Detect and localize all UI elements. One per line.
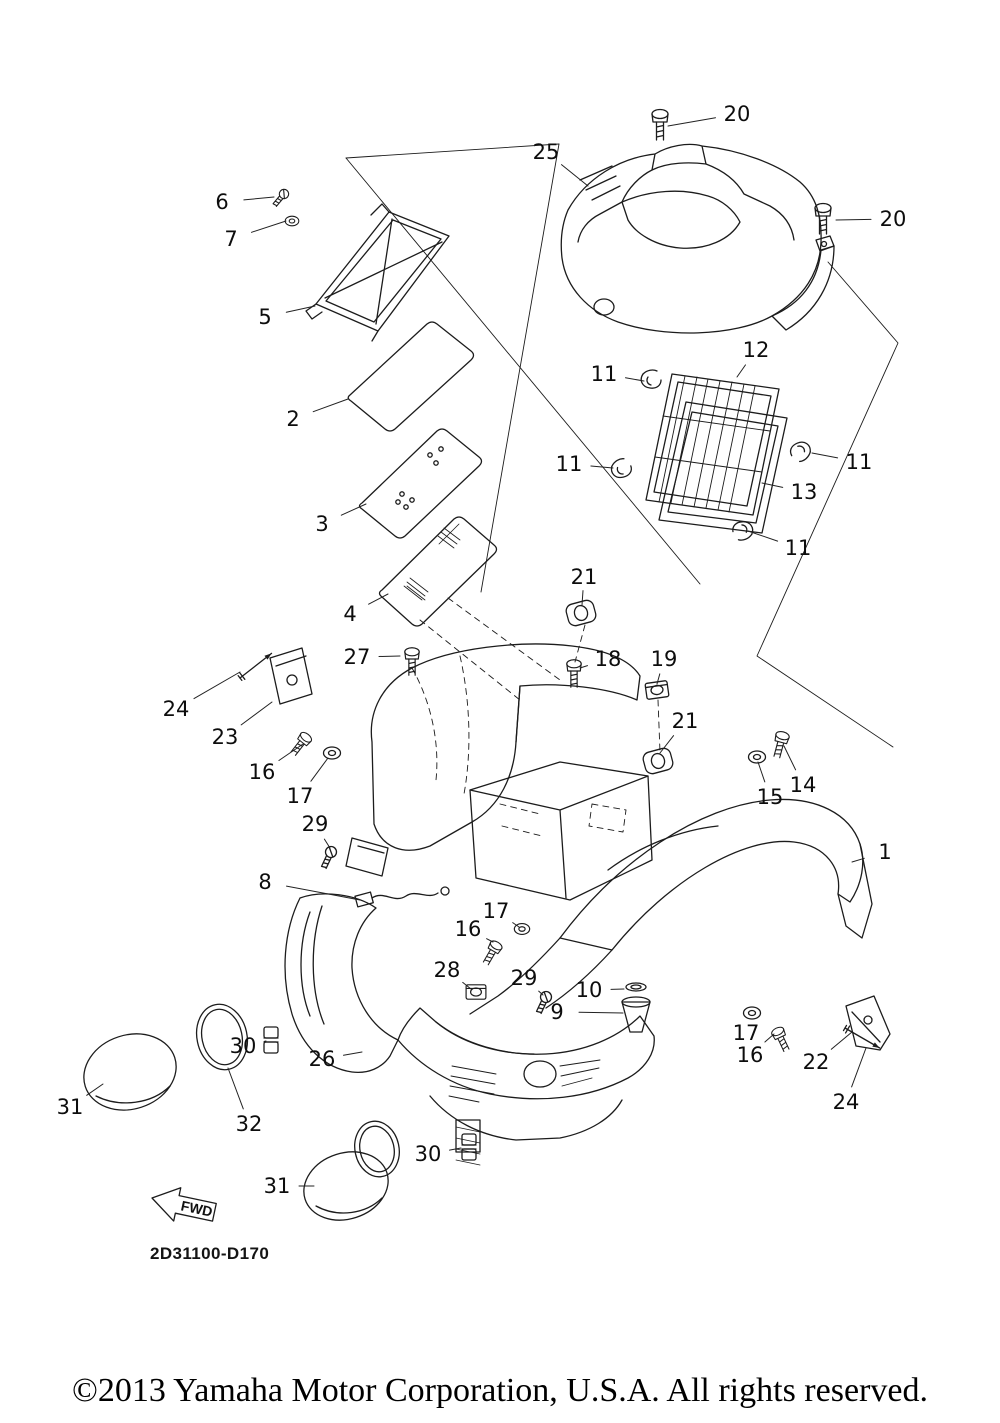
part-29-screw [318,844,339,871]
callout-11: 11 [845,450,873,474]
callout-4: 4 [343,602,357,626]
callout-11: 11 [784,536,812,560]
callout-7: 7 [224,227,238,251]
callout-24: 24 [832,1090,860,1114]
copyright-text: ©2013 Yamaha Motor Corporation, U.S.A. A… [72,1372,928,1409]
view-boundary-lines [345,143,899,748]
part-31-cap [303,1151,389,1221]
callout-10: 10 [575,978,603,1002]
callout-31: 31 [56,1095,84,1119]
part-5-frame [305,203,450,342]
part-25-front-cover [560,143,835,334]
alignment-dashed-lines [411,597,661,837]
callout-8: 8 [258,870,272,894]
callout-30: 30 [229,1034,257,1058]
callout-16: 16 [454,917,482,941]
callout-15: 15 [756,785,784,809]
callout-5: 5 [258,305,272,329]
callout-22: 22 [802,1050,830,1074]
callout-9: 9 [550,1000,564,1024]
callout-26: 26 [308,1047,336,1071]
part-21-grommet [563,598,599,628]
part-31-cap [83,1033,177,1111]
part-22-bracket [845,995,891,1051]
callout-1: 1 [878,840,892,864]
callout-29: 29 [510,966,538,990]
part-6-screw [270,186,292,209]
callout-11: 11 [555,452,583,476]
part-32-ring [354,1120,400,1178]
part-30-clip [263,1026,279,1054]
part-21-grommet [640,746,676,776]
callout-18: 18 [594,647,622,671]
part-23-bracket [269,647,313,705]
part-10-ring [625,982,647,992]
callout-29: 29 [301,812,329,836]
fwd-arrow: FWD [151,1187,217,1222]
callout-30: 30 [414,1142,442,1166]
part-12-grille [645,373,780,516]
callout-3: 3 [315,512,329,536]
part-7-washer [284,215,300,227]
part-16-bolt [287,729,314,759]
callout-24: 24 [162,697,190,721]
callout-28: 28 [433,958,461,982]
part-4-panel [378,516,498,627]
fwd-label: FWD [179,1197,214,1219]
part-15-washer [747,750,767,764]
part-11-clip [786,438,815,465]
part-1-front-fender [469,798,873,1015]
part-9-spacer [621,996,651,1033]
part-20-bolt [651,108,669,141]
part-16-bolt [479,938,505,968]
callout-19: 19 [650,647,678,671]
part-11-clip [640,369,662,389]
diagram-code: 2D31100-D170 [150,1244,270,1263]
part-center-box [469,761,653,901]
callout-leader-lines [86,117,872,1187]
callout-16: 16 [736,1043,764,1067]
part-16-bolt [769,1024,793,1054]
callout-17: 17 [286,784,314,808]
callout-16: 16 [248,760,276,784]
part-17-washer [742,1006,762,1020]
part-24-pin [236,649,275,682]
callout-25: 25 [532,140,560,164]
callout-31: 31 [263,1174,291,1198]
part-17-washer [322,746,342,760]
part-13-grille-frame [658,401,788,534]
callout-13: 13 [790,480,818,504]
callout-23: 23 [211,725,239,749]
callout-14: 14 [789,773,817,797]
part-18-bolt [566,659,582,688]
callout-11: 11 [590,362,618,386]
callout-12: 12 [742,338,770,362]
part-8-wire [354,886,450,908]
callout-17: 17 [482,899,510,923]
part-26-front-fascia [284,893,655,1166]
callout-20: 20 [879,207,907,231]
callout-2: 2 [286,407,300,431]
callout-17: 17 [732,1021,760,1045]
callout-32: 32 [235,1112,263,1136]
part-14-bolt [769,729,791,760]
callout-6: 6 [215,190,229,214]
callout-21: 21 [671,709,699,733]
part-2-panel [347,321,475,432]
callout-20: 20 [723,102,751,126]
part-3-panel [358,428,483,539]
callout-21: 21 [570,565,598,589]
part-30-clip [461,1133,477,1161]
callout-27: 27 [343,645,371,669]
